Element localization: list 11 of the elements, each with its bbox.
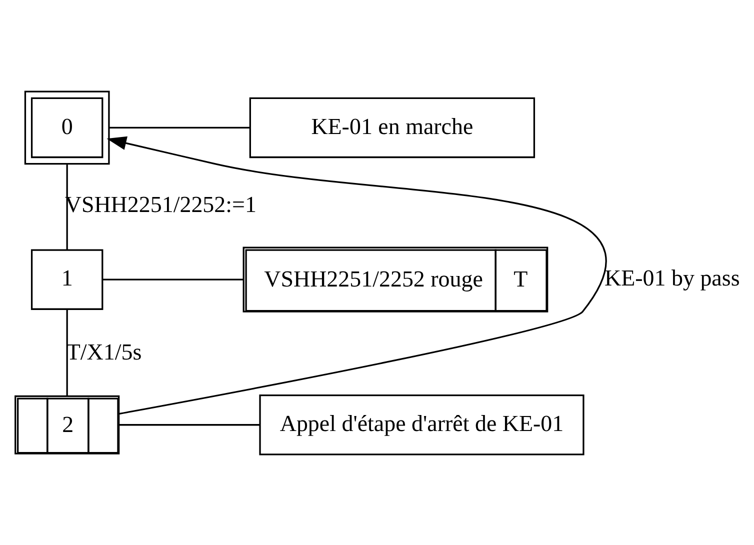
node-box: Appel d'étape d'arrêt de KE-01	[259, 394, 584, 455]
edge-label: KE-01 by pass	[604, 265, 740, 290]
node-box: 1	[30, 248, 104, 310]
arrow	[106, 136, 606, 414]
connector	[119, 424, 260, 426]
connector	[109, 126, 250, 128]
node-box: 0	[24, 90, 110, 164]
connector	[66, 308, 68, 396]
connector	[103, 278, 244, 280]
connector	[66, 164, 68, 250]
node-box: KE-01 en marche	[249, 96, 536, 158]
